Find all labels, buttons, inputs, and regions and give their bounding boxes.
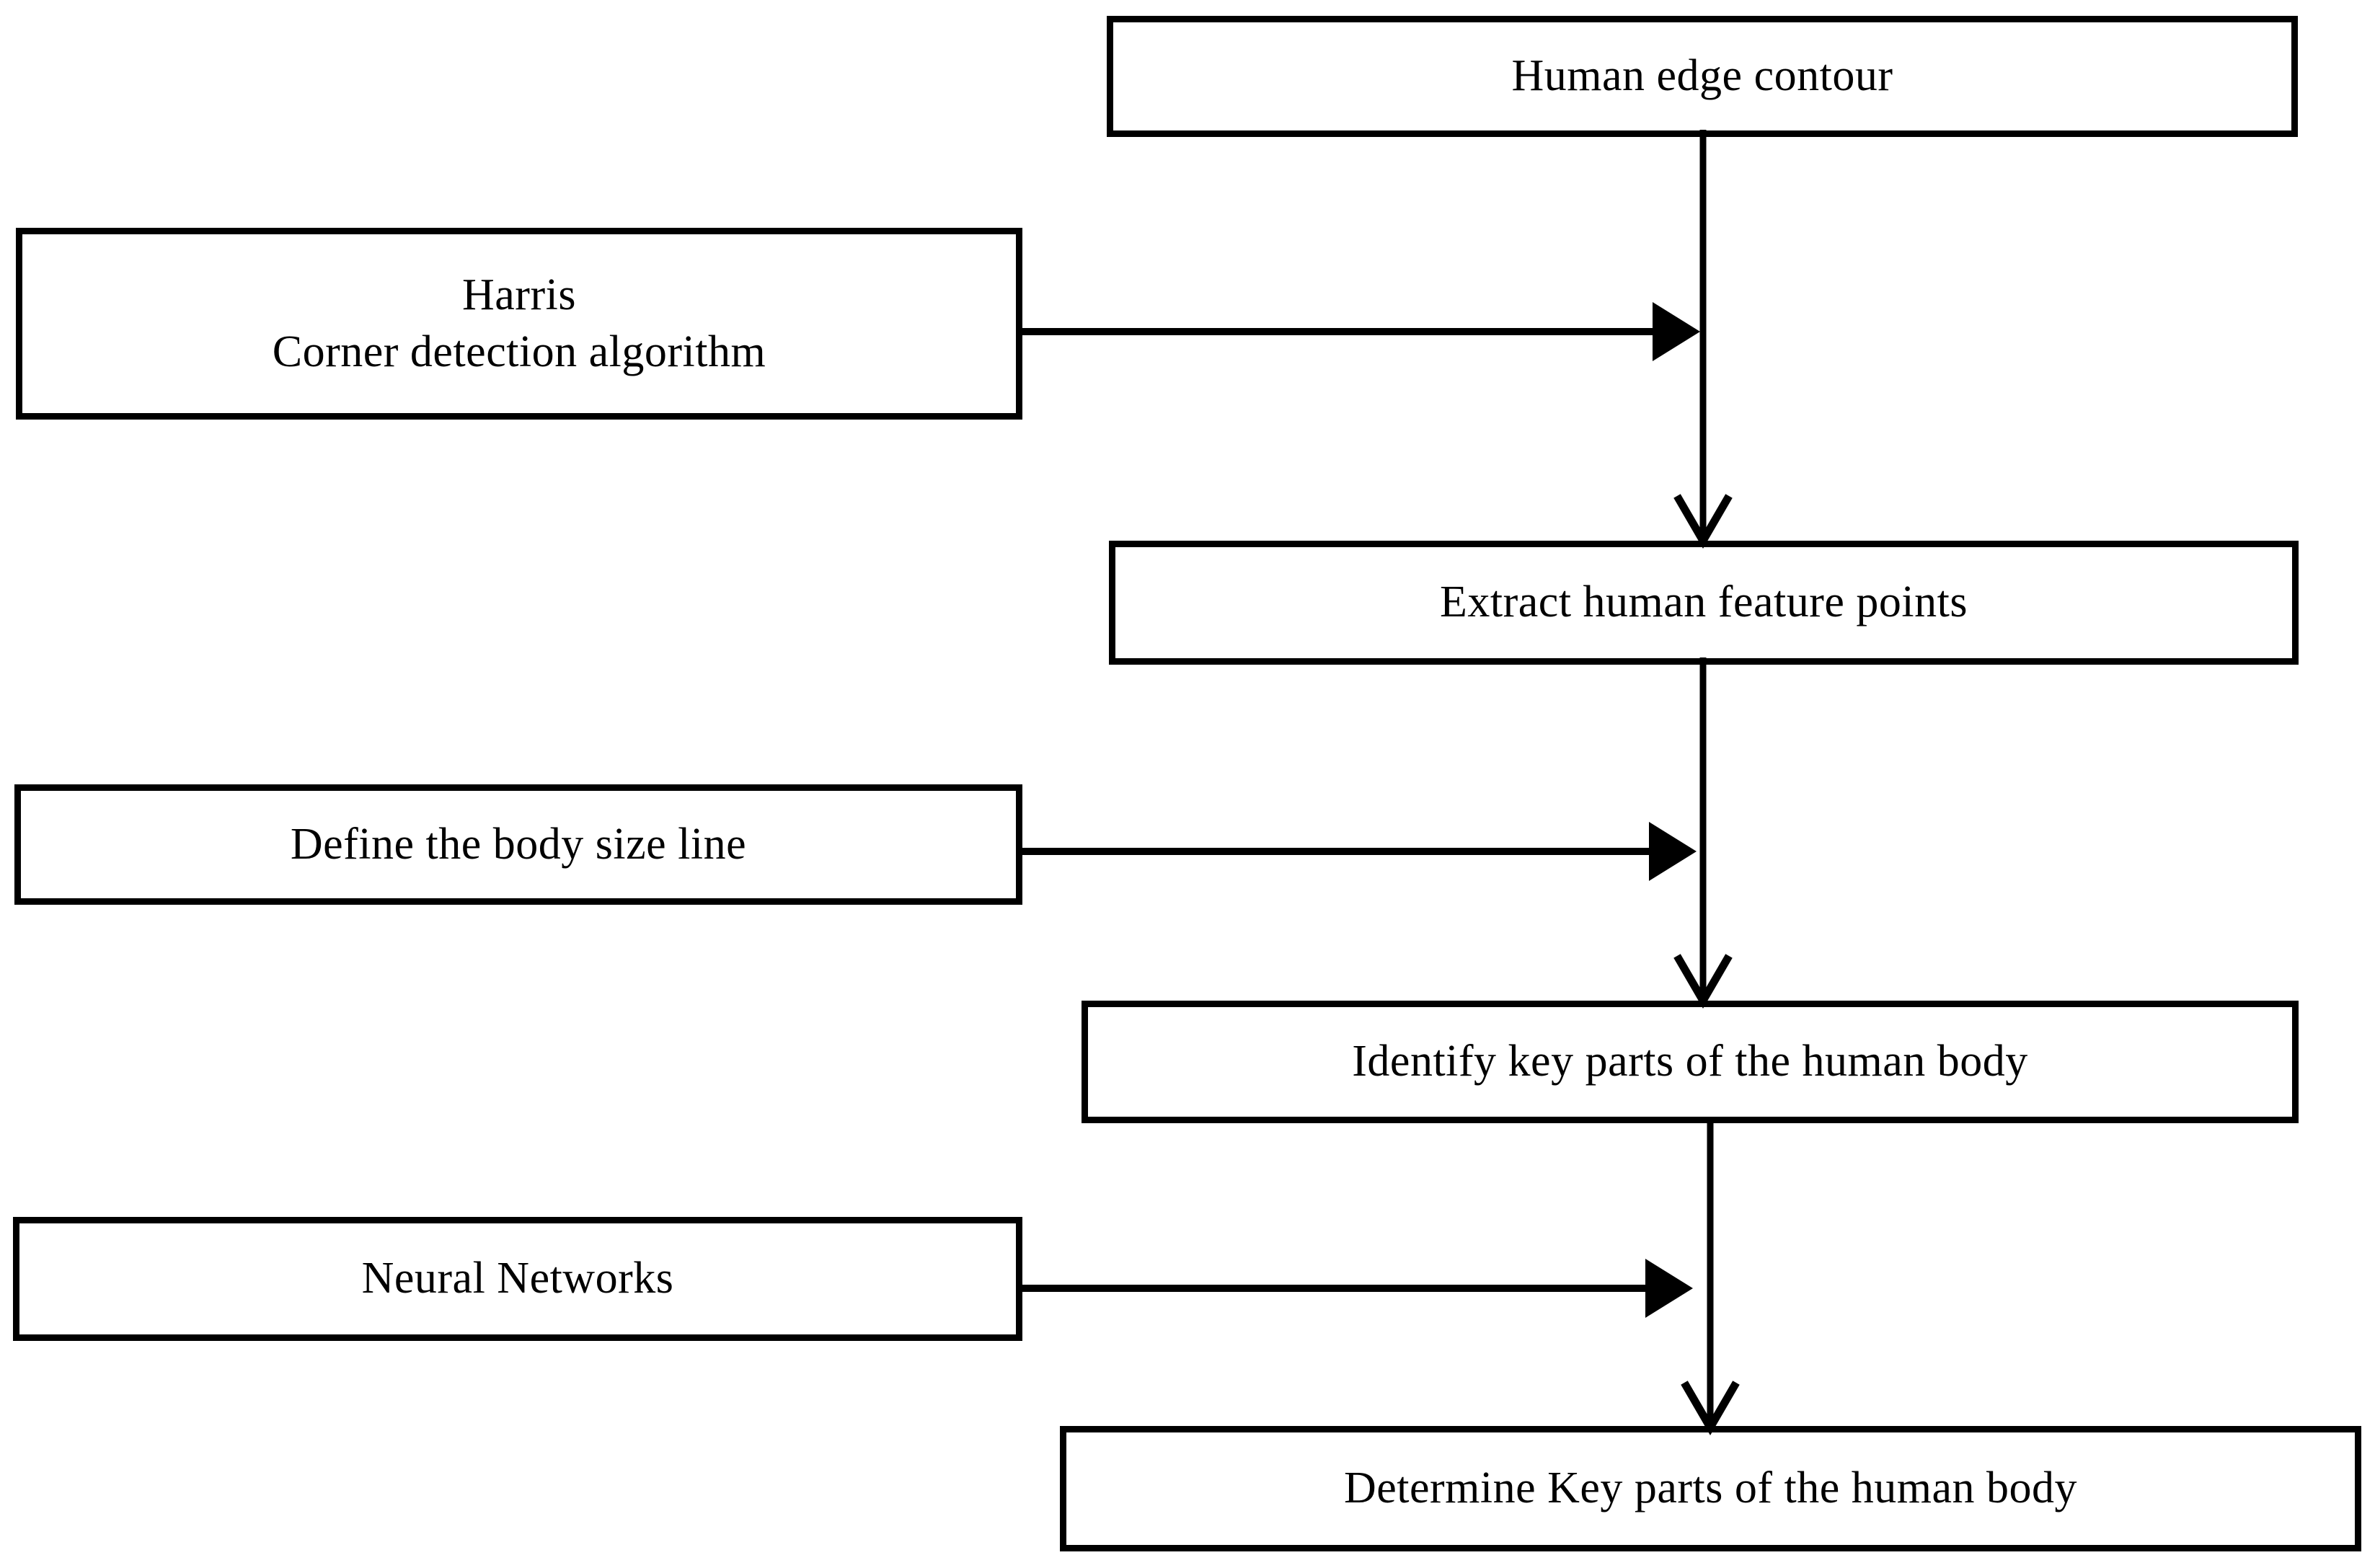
connector-neuralnet-to-flow (1017, 1249, 1709, 1328)
node-determine-key-parts[interactable]: Determine Key parts of the human body (1060, 1426, 2361, 1551)
node-label: Harris Corner detection algorithm (272, 270, 766, 376)
connector-edge-contour-to-extract (1658, 130, 1752, 549)
connector-identify-to-determine (1666, 1117, 1759, 1435)
node-identify-key-parts[interactable]: Identify key parts of the human body (1082, 1001, 2299, 1123)
node-label: Neural Networks (361, 1254, 674, 1303)
node-neural-networks[interactable]: Neural Networks (13, 1217, 1022, 1341)
node-harris-corner-detection[interactable]: Harris Corner detection algorithm (16, 228, 1022, 420)
node-extract-human-feature-points[interactable]: Extract human feature points (1109, 541, 2299, 665)
node-label: Determine Key parts of the human body (1343, 1463, 2078, 1513)
node-define-body-size-line[interactable]: Define the body size line (14, 784, 1022, 905)
connector-bodysize-to-flow (1017, 812, 1709, 891)
node-label: Identify key parts of the human body (1352, 1037, 2028, 1086)
connector-harris-to-flow (1017, 292, 1709, 371)
node-label: Human edge contour (1511, 51, 1893, 101)
connector-extract-to-identify (1658, 657, 1752, 1009)
node-human-edge-contour[interactable]: Human edge contour (1107, 16, 2298, 137)
node-label: Extract human feature points (1440, 577, 1968, 627)
node-label: Define the body size line (290, 819, 747, 869)
